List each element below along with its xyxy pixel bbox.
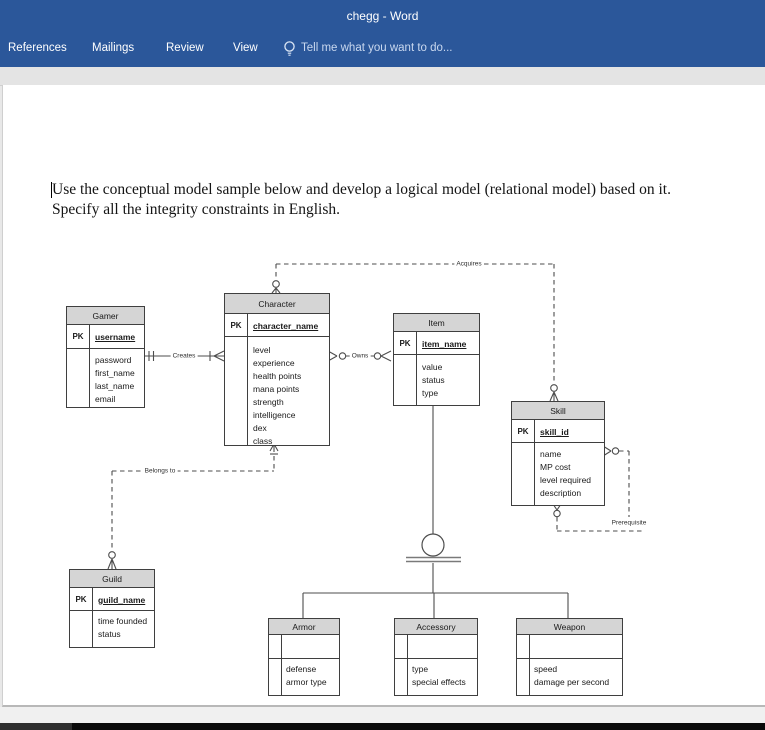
tab-mailings[interactable]: Mailings	[92, 42, 135, 54]
entity-armor[interactable]: Armor defense armor type	[268, 618, 340, 696]
entity-title: Weapon	[517, 619, 622, 635]
entity-character[interactable]: Character PK character_name level experi…	[224, 293, 330, 446]
entity-title: Accessory	[395, 619, 477, 635]
entity-title: Character	[225, 294, 329, 314]
ribbon-tab-row: References Mailings Review View Tell me …	[0, 33, 765, 67]
entity-skill[interactable]: Skill PK skill_id name MP cost level req…	[511, 401, 605, 506]
er-diagram-lines	[107, 263, 643, 618]
attribute-list: password first_name last_name email	[95, 355, 135, 404]
entity-gamer[interactable]: Gamer PK username password first_name la…	[66, 306, 145, 408]
entity-weapon[interactable]: Weapon speed damage per second	[516, 618, 623, 696]
attribute-list: type special effects	[412, 664, 466, 687]
relationship-label-owns: Owns	[349, 352, 371, 360]
bottom-dark-bar	[0, 723, 765, 730]
entity-title: Guild	[70, 570, 154, 588]
lightbulb-icon	[283, 40, 296, 63]
relationship-label-prerequisite: Prerequisite	[611, 519, 647, 527]
key-attribute: guild_name	[98, 595, 146, 605]
key-attribute: skill_id	[540, 427, 569, 437]
text-cursor	[51, 182, 52, 198]
key-attribute: character_name	[253, 321, 319, 331]
relationship-label-belongs-to: Belongs to	[142, 467, 178, 475]
pk-label: PK	[72, 332, 84, 341]
attribute-list: name MP cost level required description	[540, 449, 592, 498]
attribute-list: speed damage per second	[534, 664, 610, 687]
entity-title: Skill	[512, 402, 604, 420]
document-page[interactable]: Use the conceptual model sample below an…	[2, 85, 765, 707]
window-title: chegg - Word	[346, 9, 419, 23]
entity-title: Gamer	[67, 307, 144, 325]
pk-label: PK	[399, 339, 411, 348]
pk-label: PK	[75, 595, 87, 604]
page-bottom-gap	[0, 707, 765, 723]
attribute-list: defense armor type	[286, 664, 327, 687]
tell-me-box[interactable]: Tell me what you want to do...	[301, 42, 453, 54]
relationship-label-creates: Creates	[170, 352, 198, 360]
key-attribute: item_name	[422, 339, 467, 349]
question-paragraph[interactable]: Use the conceptual model sample below an…	[52, 181, 671, 218]
attribute-list: level experience health points mana poin…	[253, 345, 302, 446]
entity-title: Item	[394, 314, 479, 332]
attribute-list: value status type	[422, 362, 445, 398]
entity-item[interactable]: Item PK item_name value status type	[393, 313, 480, 406]
tab-view[interactable]: View	[233, 42, 258, 54]
entity-accessory[interactable]: Accessory type special effects	[394, 618, 478, 696]
pk-label: PK	[517, 427, 529, 436]
pk-label: PK	[230, 321, 242, 330]
attribute-list: time founded status	[98, 616, 148, 639]
ribbon-collapsed-strip	[0, 67, 765, 86]
entity-title: Armor	[269, 619, 339, 635]
entity-guild[interactable]: Guild PK guild_name time founded status	[69, 569, 155, 648]
title-bar: chegg - Word	[0, 0, 765, 33]
tab-references[interactable]: References	[8, 42, 67, 54]
relationship-label-acquires: Acquires	[454, 260, 484, 268]
tab-review[interactable]: Review	[166, 42, 204, 54]
key-attribute: username	[95, 332, 136, 342]
